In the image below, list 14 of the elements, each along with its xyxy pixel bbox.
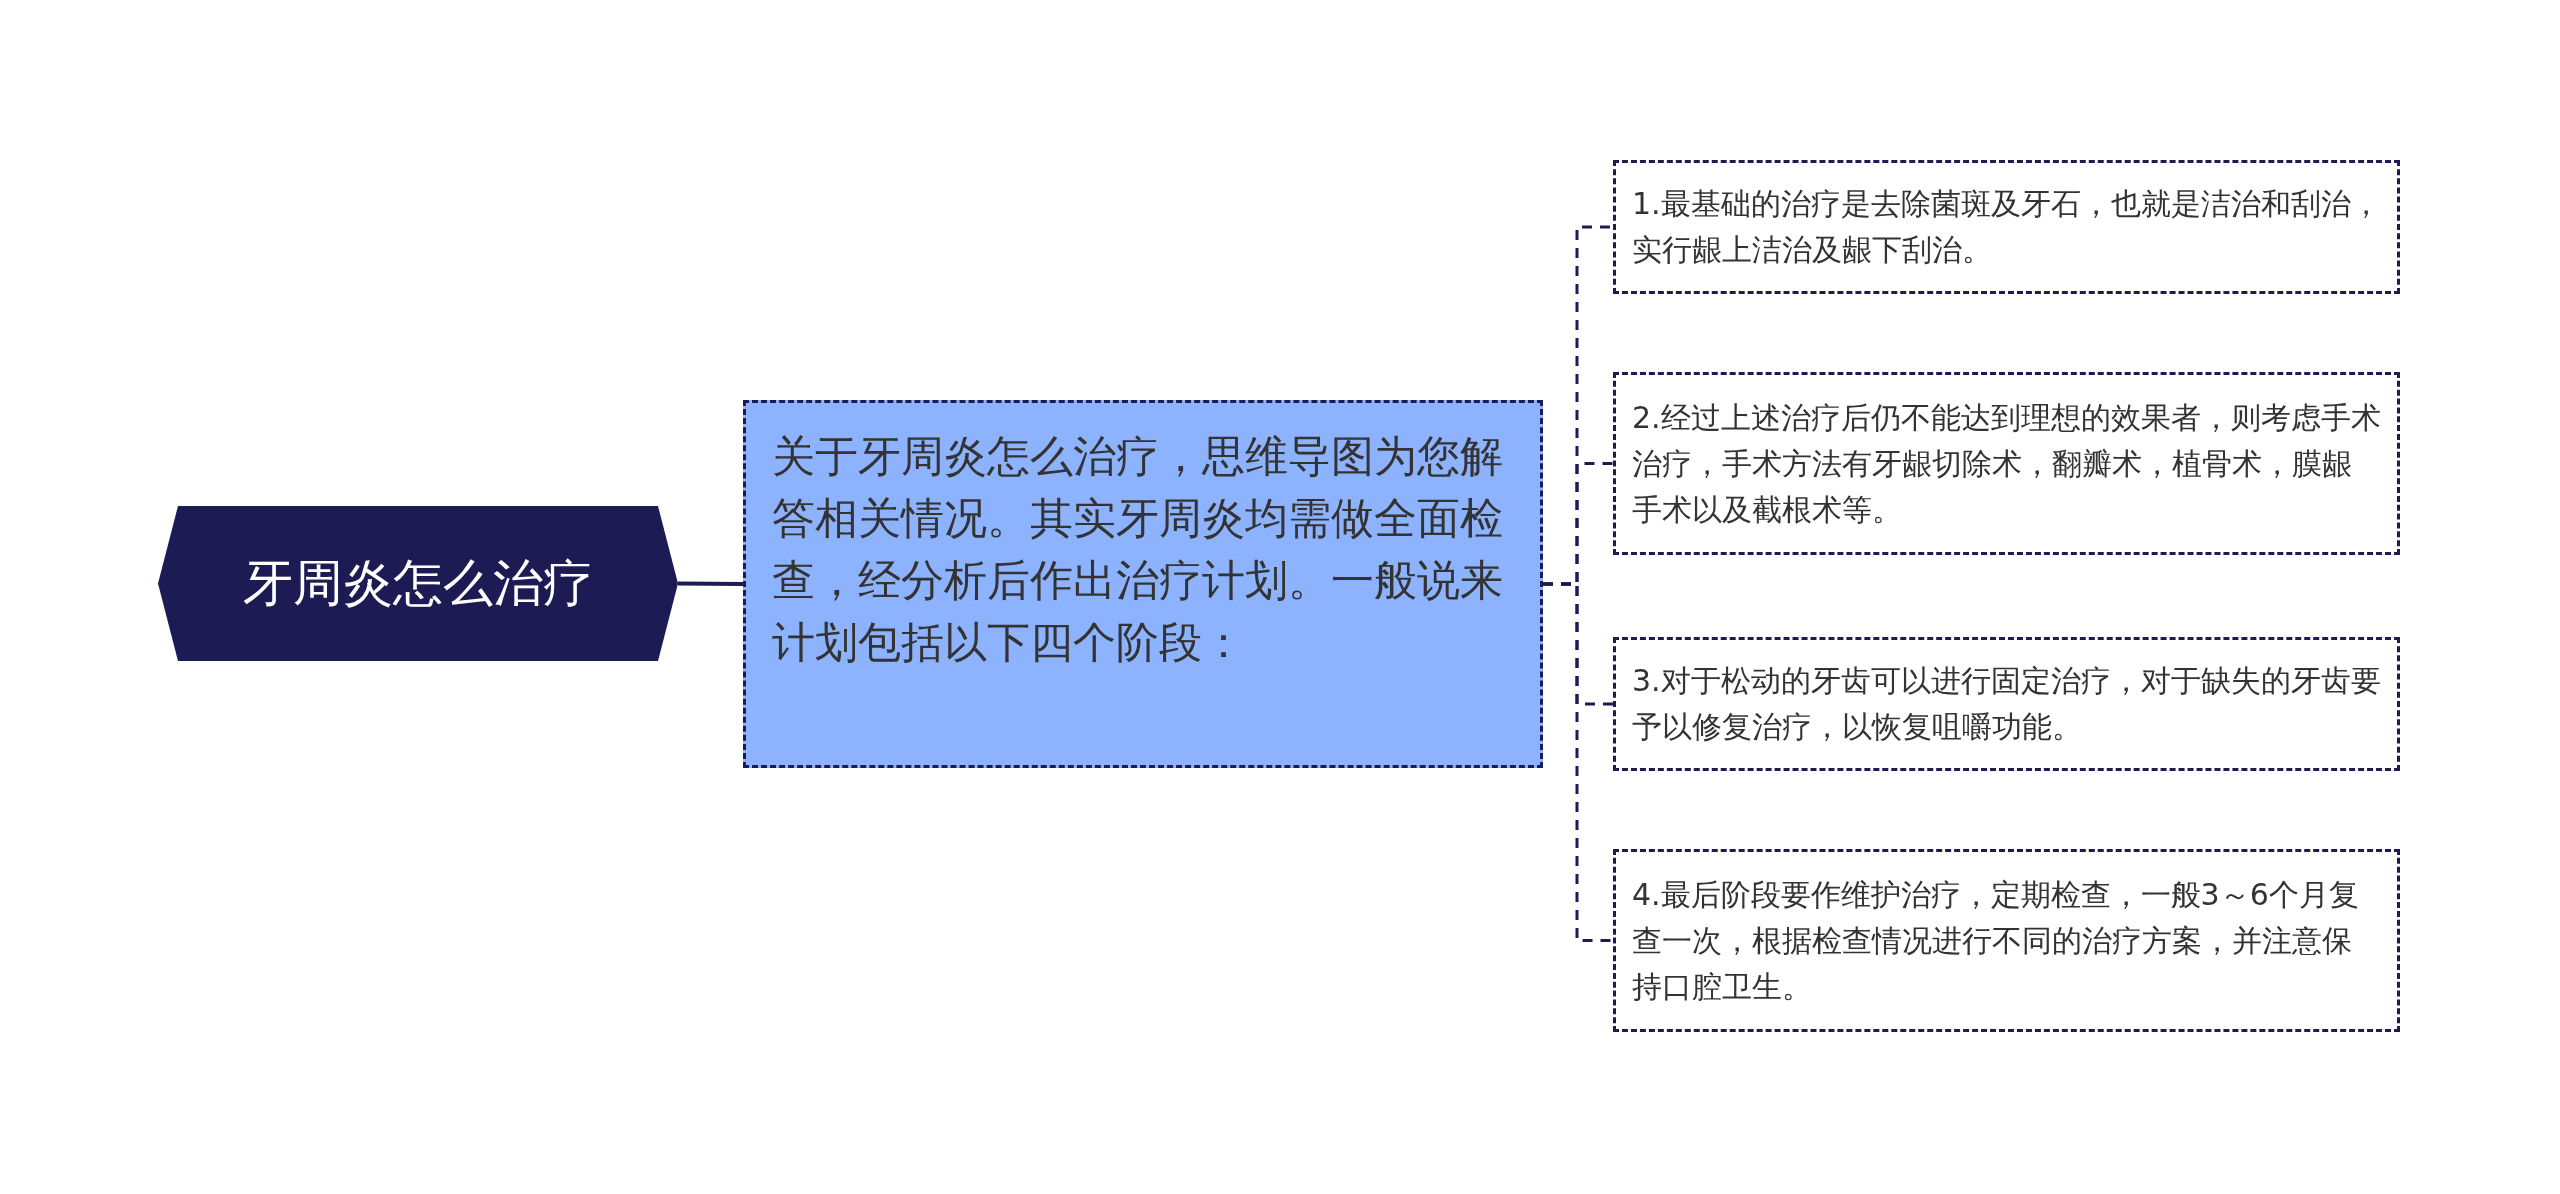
node-text: 2.经过上述治疗后仍不能达到理想的效果者，则考虑手术治疗，手术方法有牙龈切除术，翻瓣术，植骨术，膜龈手术以及截根术等。 (1632, 398, 2381, 529)
step-box (1613, 160, 2400, 294)
connector-line (678, 581, 743, 586)
node-text: 4.最后阶段要作维护治疗，定期检查，一般3～6个月复查一次，根据检查情况进行不同的治疗方案，并注意保持口腔卫生。 (1632, 875, 2360, 1006)
step-box (1613, 849, 2400, 1032)
node-text: 3.对于松动的牙齿可以进行固定治疗，对于缺失的牙齿要予以修复治疗，以恢复咀嚼功能。 (1632, 662, 2381, 746)
node-text: 关于牙周炎怎么治疗，思维导图为您解答相关情况。其实牙周炎均需做全面检查，经分析后作出治疗计划。一般说来计划包括以下四个阶段： (772, 430, 1504, 669)
node-text: 1.最基础的治疗是去除菌斑及牙石，也就是洁治和刮治，实行龈上洁治及龈下刮治。 (1632, 185, 2381, 269)
step-box (1613, 372, 2400, 555)
topic-hexagon (158, 506, 678, 661)
step-box (1613, 637, 2400, 771)
connector-line (1543, 582, 1613, 942)
topic-title: 牙周炎怎么治疗 (243, 553, 593, 614)
summary-box (743, 400, 1543, 768)
